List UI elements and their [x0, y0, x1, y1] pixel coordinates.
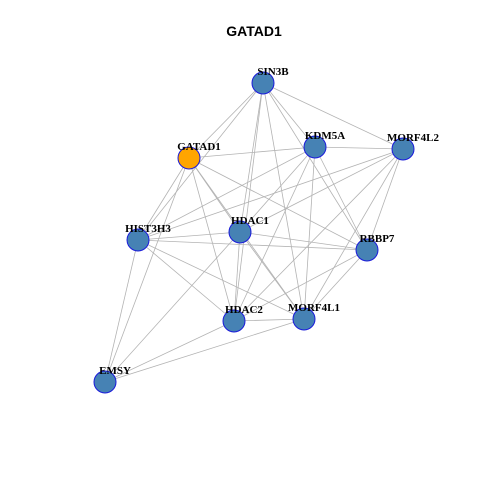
edge-hist3h3-rbbp7 [137, 239, 368, 251]
edge-sin3b-kdm5a [262, 82, 316, 148]
node-morf4l2[interactable] [391, 137, 415, 161]
node-label-kdm5a: KDM5A [305, 130, 345, 142]
node-gatad1[interactable] [177, 146, 201, 170]
edge-sin3b-hist3h3 [137, 82, 264, 241]
edge-gatad1-kdm5a [188, 146, 316, 159]
edge-hdac2-emsy [104, 320, 235, 383]
edge-gatad1-hist3h3 [137, 157, 190, 241]
node-kdm5a[interactable] [303, 135, 327, 159]
edge-hist3h3-hdac1 [137, 231, 241, 241]
edge-morf4l2-hist3h3 [137, 148, 404, 241]
node-layer [93, 71, 415, 394]
edge-hist3h3-emsy [104, 239, 139, 383]
edge-morf4l2-hdac2 [233, 148, 404, 322]
edge-hdac1-rbbp7 [239, 231, 368, 251]
edge-hdac1-morf4l1 [239, 231, 305, 320]
edge-hdac1-emsy [104, 231, 241, 383]
edge-rbbp7-hdac2 [233, 249, 368, 322]
edge-sin3b-hdac1 [239, 82, 264, 233]
node-label-morf4l1: MORF4L1 [288, 302, 340, 314]
edge-kdm5a-rbbp7 [314, 146, 368, 251]
node-emsy[interactable] [93, 370, 117, 394]
edge-kdm5a-morf4l2 [314, 146, 404, 150]
edge-morf4l1-emsy [104, 318, 305, 383]
edge-gatad1-emsy [104, 157, 190, 383]
node-sin3b[interactable] [251, 71, 275, 95]
node-label-hist3h3: HIST3H3 [125, 223, 171, 235]
node-label-emsy: EMSY [99, 365, 131, 377]
edge-hist3h3-hdac2 [137, 239, 235, 322]
edge-hist3h3-morf4l1 [137, 239, 305, 320]
node-label-hdac1: HDAC1 [231, 215, 269, 227]
edge-gatad1-hdac2 [188, 157, 235, 322]
edge-sin3b-rbbp7 [262, 82, 368, 251]
edge-hdac1-hdac2 [233, 231, 241, 322]
edge-sin3b-morf4l2 [262, 82, 404, 150]
node-label-hdac2: HDAC2 [225, 304, 263, 316]
edge-morf4l2-rbbp7 [366, 148, 404, 251]
node-label-sin3b: SIN3B [257, 66, 289, 78]
edge-sin3b-morf4l1 [262, 82, 305, 320]
node-hdac2[interactable] [222, 309, 246, 333]
node-rbbp7[interactable] [355, 238, 379, 262]
edge-sin3b-gatad1 [188, 82, 264, 159]
node-label-gatad1: GATAD1 [177, 141, 221, 153]
node-hist3h3[interactable] [126, 228, 150, 252]
node-morf4l1[interactable] [292, 307, 316, 331]
edge-hdac2-morf4l1 [233, 318, 305, 322]
edge-morf4l2-hdac1 [239, 148, 404, 233]
node-label-morf4l2: MORF4L2 [387, 132, 439, 144]
node-label-rbbp7: RBBP7 [360, 233, 395, 245]
edge-morf4l2-morf4l1 [303, 148, 404, 320]
node-hdac1[interactable] [228, 220, 252, 244]
edge-gatad1-rbbp7 [188, 157, 368, 251]
edge-rbbp7-morf4l1 [303, 249, 368, 320]
edge-kdm5a-morf4l1 [303, 146, 316, 320]
edge-kdm5a-hist3h3 [137, 146, 316, 241]
graph-title: GATAD1 [226, 23, 282, 39]
edge-kdm5a-hdac1 [239, 146, 316, 233]
